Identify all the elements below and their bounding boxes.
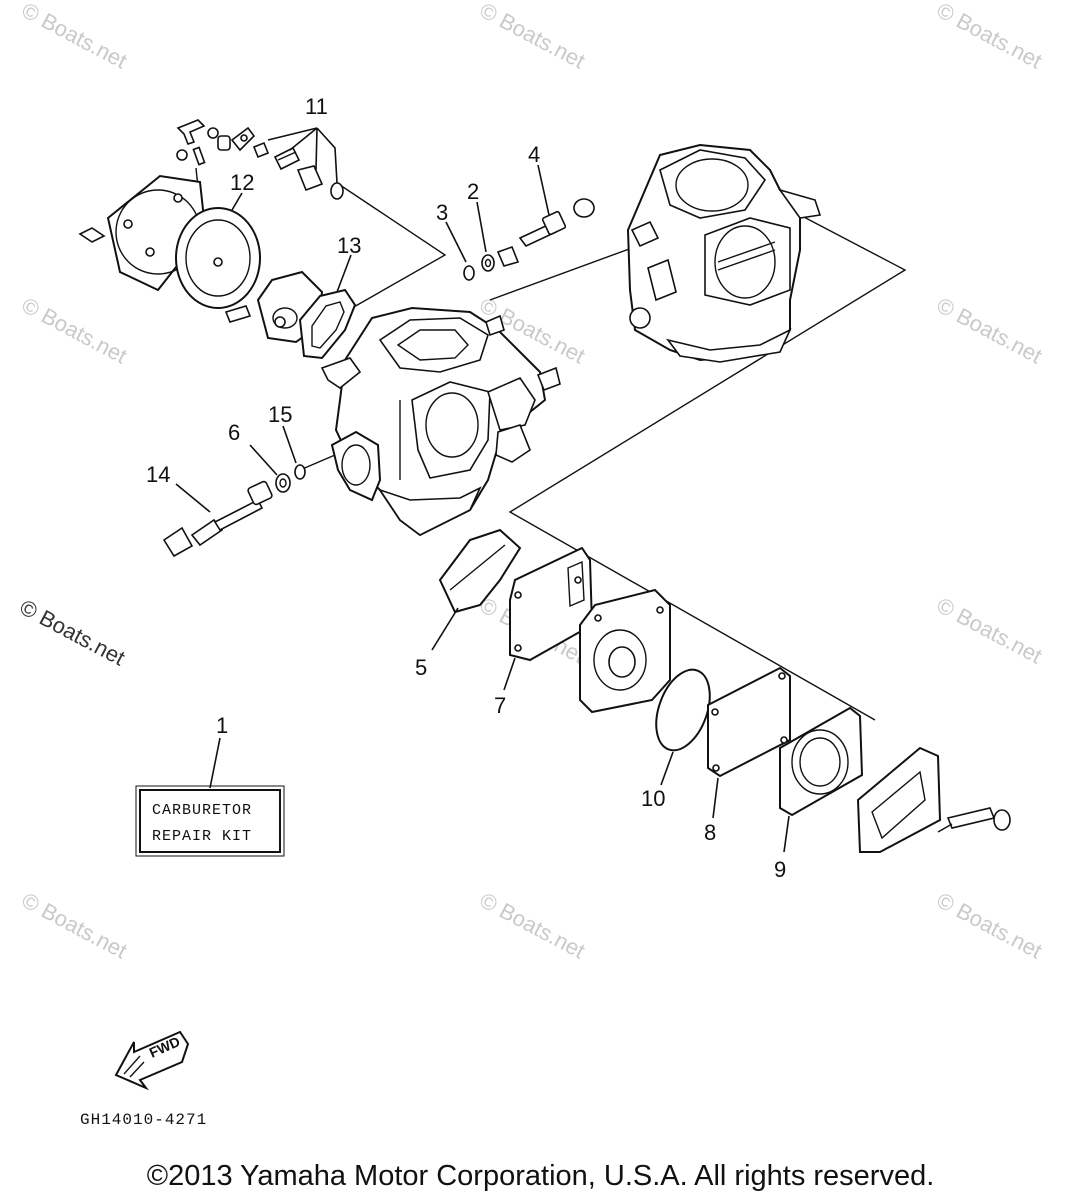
watermark-9: © Boats.net xyxy=(933,592,1047,668)
repair-kit-line2: REPAIR KIT xyxy=(152,828,252,845)
watermark-4: © Boats.net xyxy=(18,292,132,368)
part-14-screw xyxy=(162,483,264,558)
callout-2: 2 xyxy=(467,179,479,204)
callout-10: 10 xyxy=(641,786,665,811)
callout-15: 15 xyxy=(268,402,292,427)
repair-kit-box xyxy=(139,789,281,853)
callout-14: 14 xyxy=(146,462,170,487)
choke-linkage-parts xyxy=(176,119,256,189)
callout-1: 1 xyxy=(216,713,228,738)
copyright-notice: ©2013 Yamaha Motor Corporation, U.S.A. A… xyxy=(146,1160,935,1192)
callout-11: 11 xyxy=(305,94,328,119)
pump-cover-body xyxy=(579,588,671,714)
callout-13: 13 xyxy=(337,233,361,258)
watermark-12: © Boats.net xyxy=(933,887,1047,963)
watermark-3: © Boats.net xyxy=(933,0,1047,74)
part-7-gasket xyxy=(503,546,594,691)
part-9-plate xyxy=(779,706,864,853)
fwd-arrow-icon: FWD xyxy=(114,1030,190,1091)
callout-8: 8 xyxy=(704,820,716,845)
watermark-10: © Boats.net xyxy=(18,887,132,963)
callout-12: 12 xyxy=(230,170,254,195)
watermark-7: © Boats.net xyxy=(16,594,130,670)
assembly-lines xyxy=(299,184,907,721)
pump-end-cover xyxy=(856,746,1011,853)
watermark-11: © Boats.net xyxy=(476,887,590,963)
part-10-diaphragm xyxy=(655,668,711,786)
part-6-spring xyxy=(247,444,291,506)
carburetor-right xyxy=(626,143,822,363)
part-12-diaphragm xyxy=(175,192,261,309)
part-1-repair-kit: CARBURETOR REPAIR KIT xyxy=(135,737,285,857)
part-8-gasket xyxy=(707,666,791,819)
callout-labels: 11 12 13 3 2 4 15 6 14 5 7 10 8 9 1 xyxy=(146,94,786,882)
part-11-pilot-screw-set xyxy=(252,127,344,200)
watermark-6: © Boats.net xyxy=(933,292,1047,368)
watermark-1: © Boats.net xyxy=(18,0,132,74)
carburetor-left xyxy=(320,306,561,537)
callout-4: 4 xyxy=(528,142,540,167)
callout-5: 5 xyxy=(415,655,427,680)
part-3-o-ring xyxy=(445,221,475,281)
part-2-washer xyxy=(476,201,520,272)
diagram-code: GH14010-4271 xyxy=(80,1111,207,1129)
callout-9: 9 xyxy=(774,857,786,882)
callout-6: 6 xyxy=(228,420,240,445)
callout-3: 3 xyxy=(436,200,448,225)
watermark-2: © Boats.net xyxy=(476,0,590,74)
callout-7: 7 xyxy=(494,693,506,718)
part-4-screw xyxy=(518,164,595,247)
part-13-gasket xyxy=(298,254,357,360)
repair-kit-line1: CARBURETOR xyxy=(152,802,252,819)
part-15-o-ring xyxy=(282,425,306,480)
part-5-diaphragm xyxy=(431,528,522,651)
